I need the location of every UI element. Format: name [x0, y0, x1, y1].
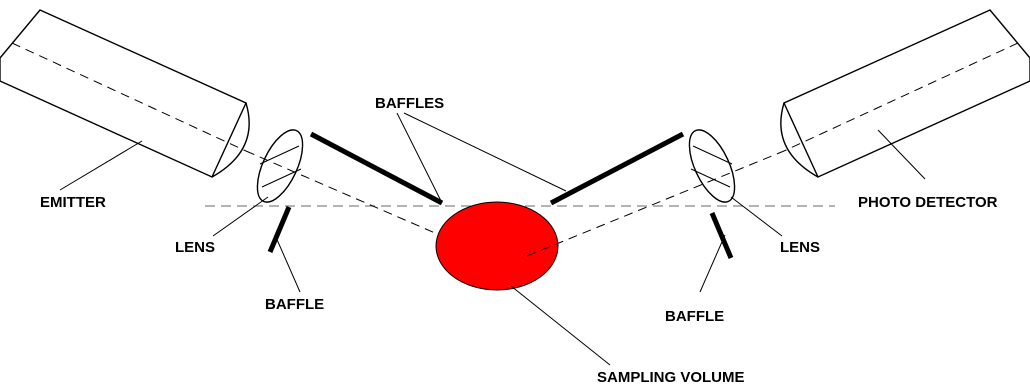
lens-left-inner-line-1: [259, 145, 300, 165]
sampling-volume: [435, 201, 559, 291]
lens-right: [688, 129, 736, 203]
sampling-volume-leader: [510, 285, 611, 366]
baffle-left: [267, 206, 292, 253]
lens-left-leader: [212, 196, 269, 237]
emitter-axis: [11, 42, 247, 152]
lens-right-outline: [688, 129, 736, 203]
lens-right-label: LENS: [780, 239, 820, 256]
photo-detector-leader: [877, 129, 926, 180]
emitter: [0, 9, 250, 178]
detector-body: [783, 9, 1030, 178]
emitter-body: [0, 9, 247, 178]
photo-detector-label: PHOTO DETECTOR: [858, 194, 998, 211]
emitter-front-cap: [211, 102, 250, 178]
lens-left-label: LENS: [175, 239, 215, 256]
photo-detector: [780, 9, 1030, 178]
lens-right-inner-line-2: [690, 168, 731, 188]
baffle-right-leader: [699, 234, 726, 293]
lens-left-inner-line-2: [261, 168, 302, 188]
detector-axis: [783, 42, 1019, 152]
emitter-label: EMITTER: [40, 194, 106, 211]
baffles-leader-right: [403, 112, 567, 192]
detector-beam: [526, 150, 785, 257]
baffles-label: BAFFLES: [375, 95, 444, 112]
baffles-leader-left: [396, 112, 443, 204]
emitter-leader: [59, 140, 143, 191]
baffle-top-left: [309, 131, 444, 206]
baffle-right: [709, 212, 734, 259]
lens-right-inner-line-1: [692, 145, 733, 165]
detector-front-cap: [780, 102, 819, 178]
baffle-left-label: BAFFLE: [265, 296, 324, 313]
baffle-left-leader: [274, 234, 301, 293]
baffle-top-right: [549, 131, 685, 206]
lens-right-leader: [730, 196, 783, 237]
sampling-volume-label: SAMPLING VOLUME: [597, 369, 745, 385]
baffle-right-label: BAFFLE: [665, 308, 724, 325]
